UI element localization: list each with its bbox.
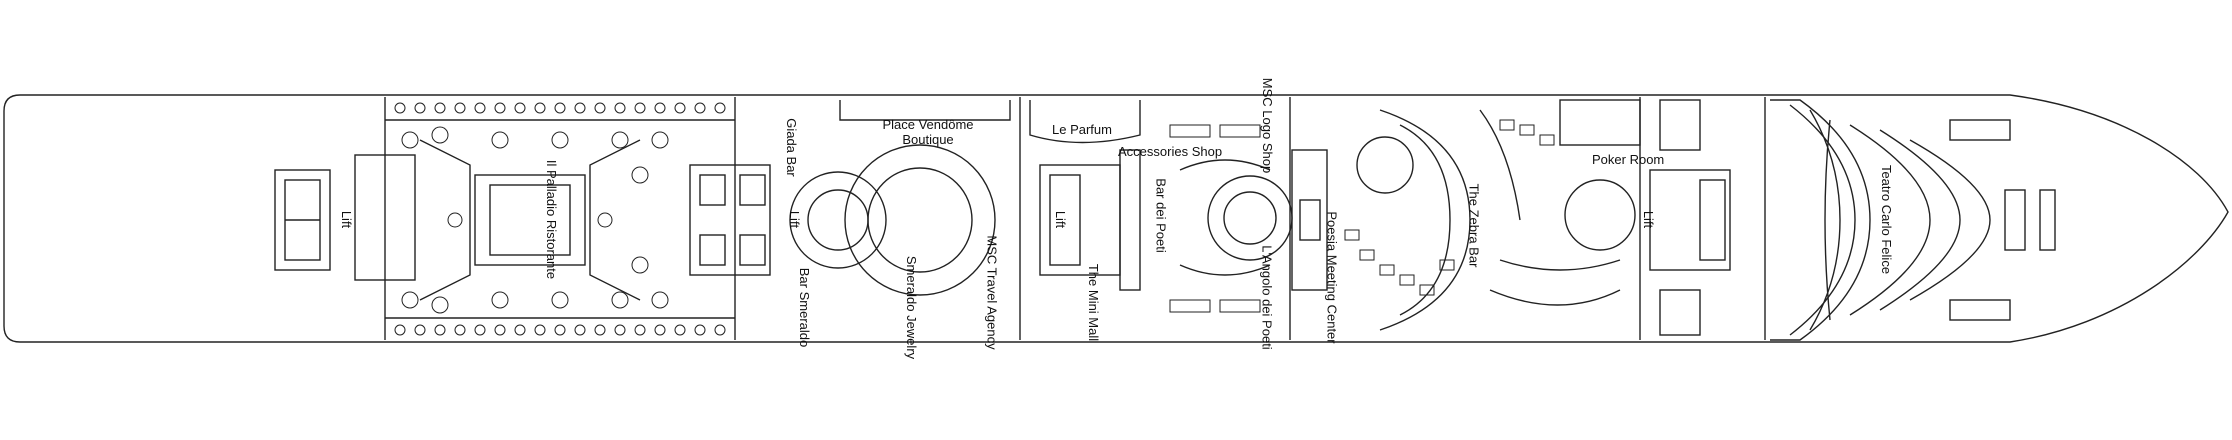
poesia-meeting-center-label: Poesia Meeting Center	[1324, 211, 1340, 344]
dining-tables-inner	[401, 126, 669, 314]
msc-logo-shop-label: MSC Logo Shop	[1260, 77, 1276, 174]
accessories-shop-label: Accessories Shop	[1118, 144, 1223, 159]
lift-label: Lift	[787, 210, 803, 229]
lift-label: Lift	[1053, 210, 1069, 229]
lift-label: Lift	[1641, 210, 1657, 229]
il-palladio-label: Il Palladio Ristorante	[544, 159, 560, 280]
the-zebra-bar-label: The Zebra Bar	[1466, 183, 1482, 268]
giada-bar-label: Giada Bar	[783, 118, 799, 177]
msc-travel-agency-label: MSC Travel Agency	[984, 235, 1000, 350]
teatro-carlo-felice-label: Teatro Carlo Felice	[1879, 164, 1895, 275]
hull-outline	[3, 94, 2229, 343]
the-mini-mall-label: The Mini Mall	[1086, 263, 1102, 342]
le-parfum-label: Le Parfum	[1052, 122, 1112, 137]
dining-tables-top	[394, 102, 726, 114]
lift-label: Lift	[339, 210, 355, 229]
bar-dei-poeti-label: Bar dei Poeti	[1153, 178, 1169, 253]
place-vendome-label: Place Vendôme Boutique	[882, 117, 974, 147]
bar-smeraldo-label: Bar Smeraldo	[797, 267, 813, 348]
langolo-dei-poeti-label: L'Angolo dei Poeti	[1259, 245, 1275, 350]
dining-tables-bottom	[394, 324, 726, 336]
poker-room-label: Poker Room	[1592, 152, 1665, 167]
lounge-seats	[1169, 119, 1555, 313]
smeraldo-jewelry-label: Smeraldo Jewelry	[904, 255, 920, 360]
